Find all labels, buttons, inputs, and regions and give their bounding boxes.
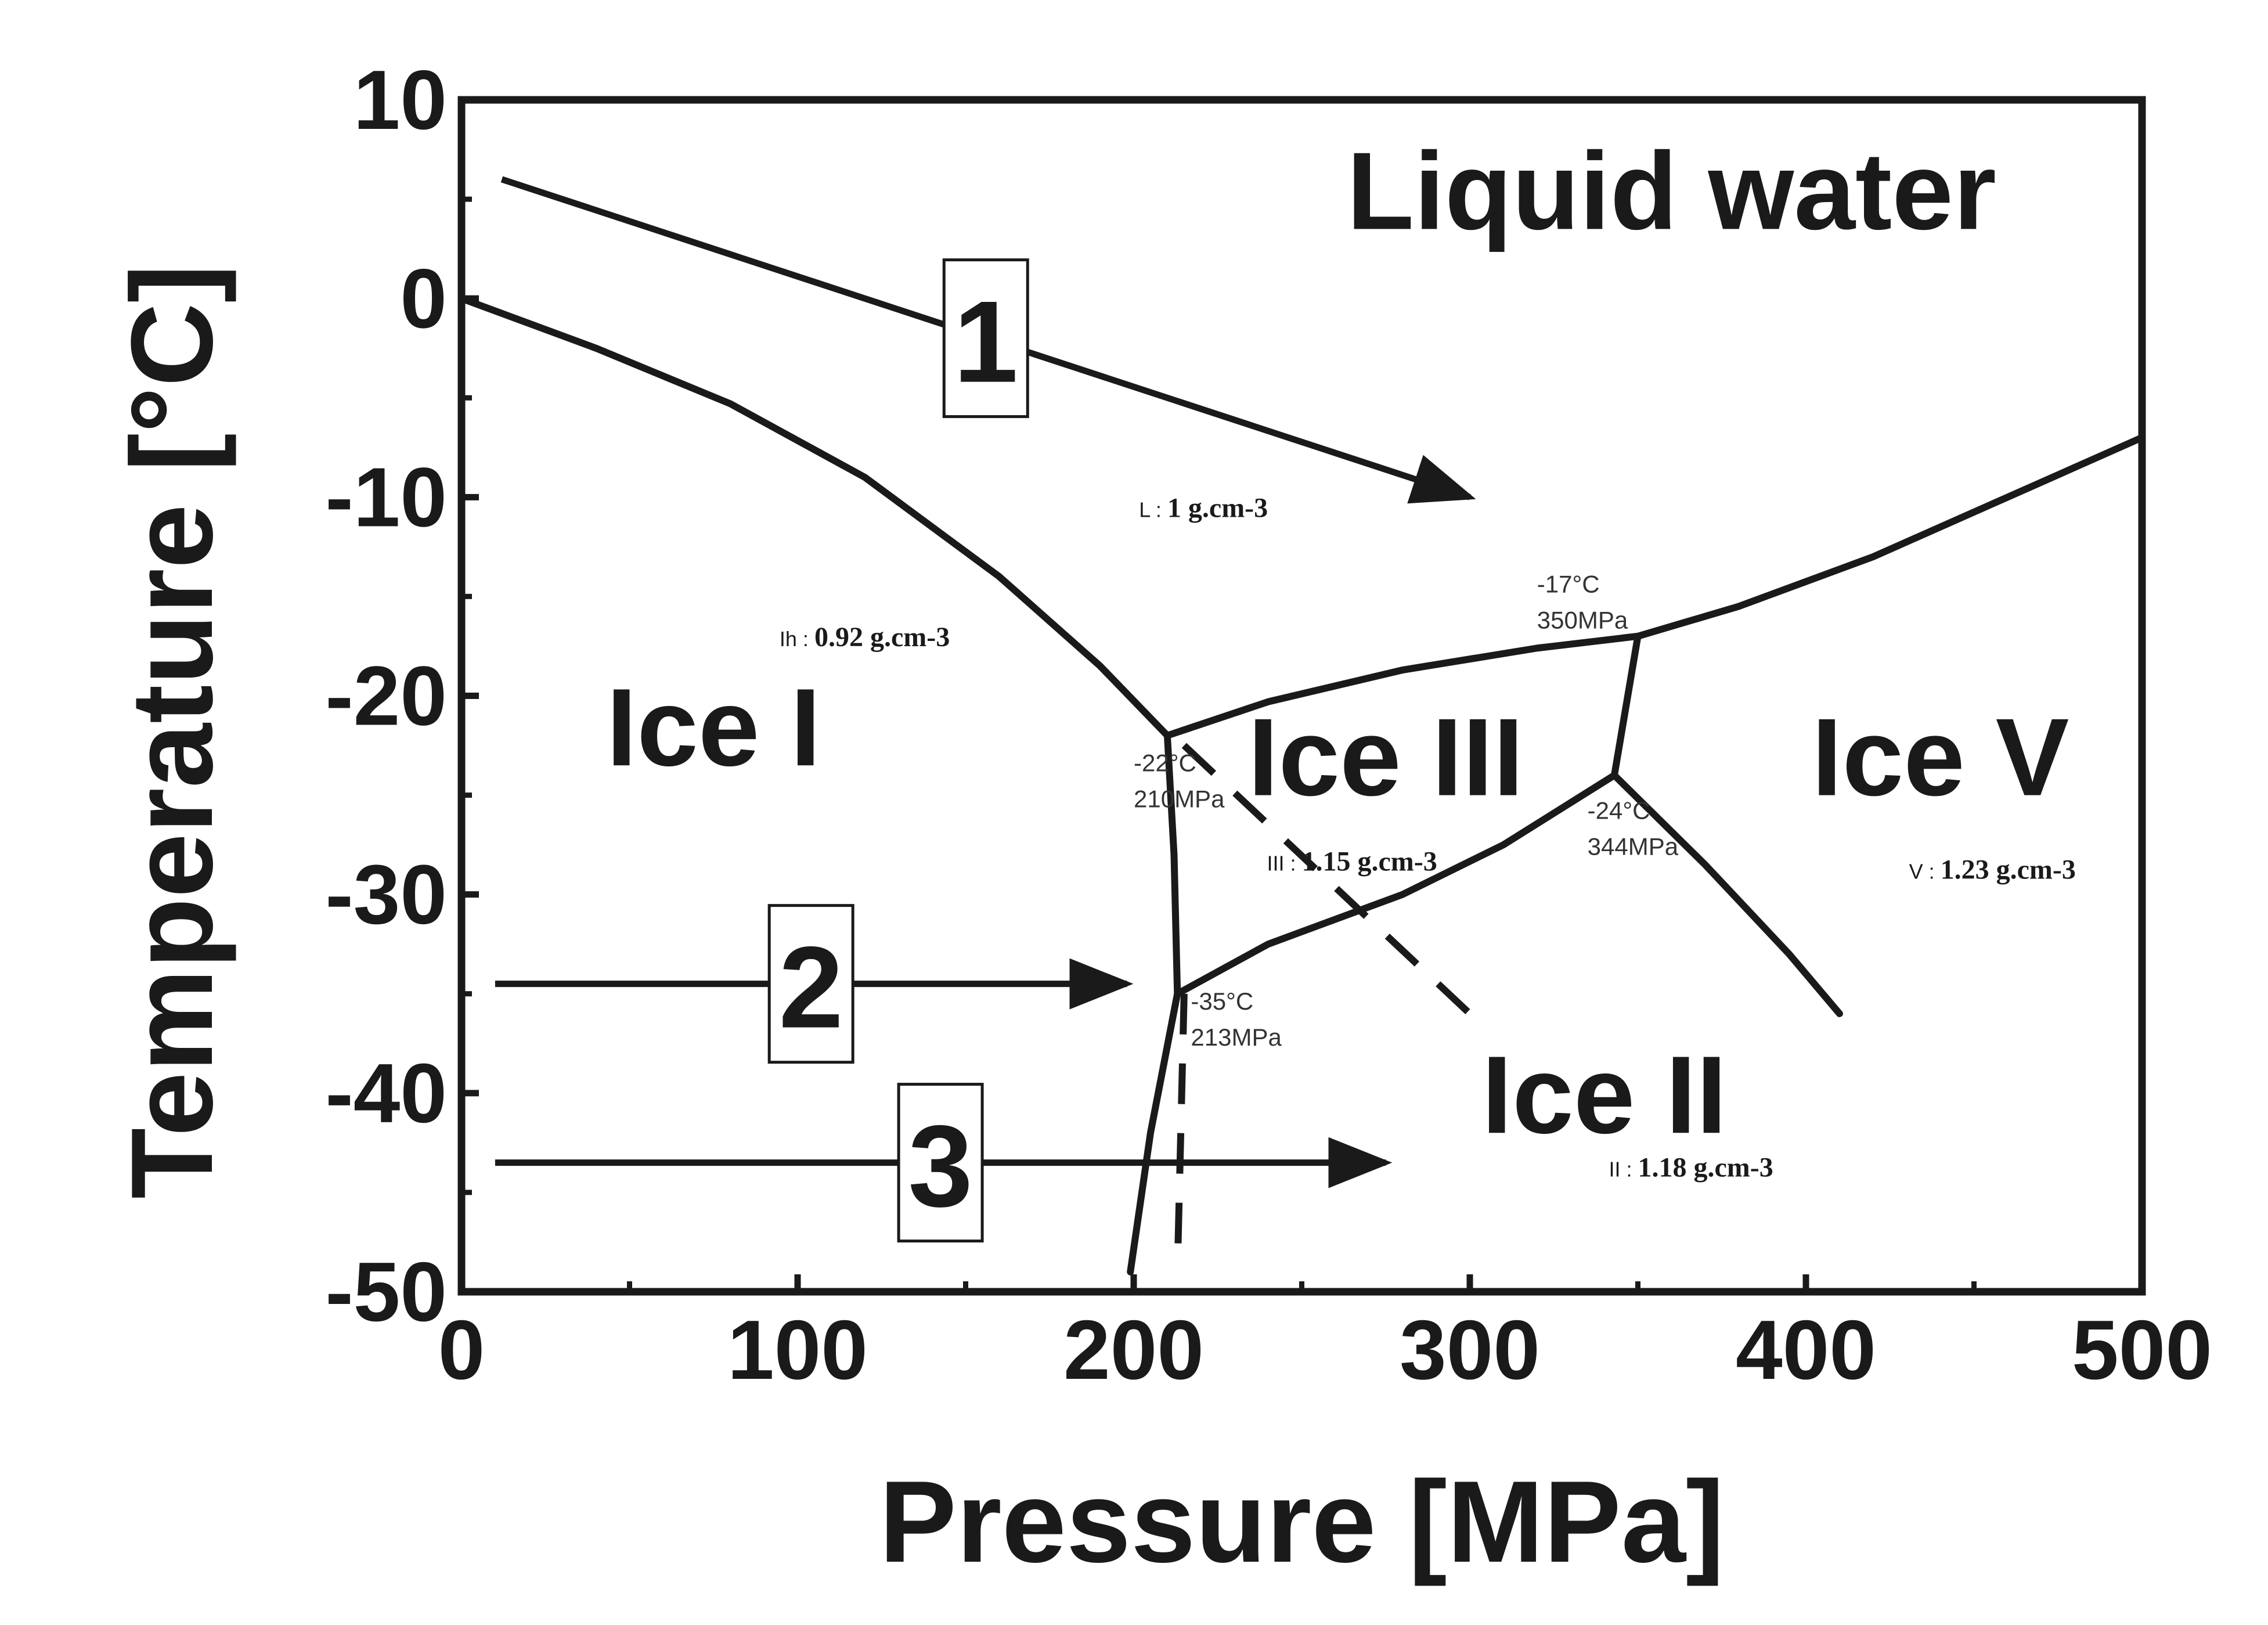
phase-boundary-line [1163,732,1181,997]
density-value: 1.15 g.cm-3 [1302,846,1437,877]
density-value: 1.23 g.cm-3 [1941,854,2076,885]
density-symbol: Ih : [780,627,809,651]
path-number-box [767,904,854,1064]
path-number-box [942,258,1029,419]
phase-region-label: Ice I [606,666,821,789]
triple-point-pressure: 350MPa [1537,607,1628,634]
path-number-label: 1 [954,278,1018,407]
phase-boundary-line [1634,434,2146,640]
density-symbol: III : [1267,852,1296,875]
triple-point-temp: -35°C [1191,988,1253,1015]
triple-point-pressure: 210MPa [1134,786,1225,813]
triple-point-temp: -24°C [1588,797,1650,824]
triple-point-pressure: 344MPa [1588,833,1679,860]
y-tick-label: -30 [325,848,447,942]
density-value: 1 g.cm-3 [1167,493,1268,524]
path-number-label: 2 [779,923,843,1053]
phase-region-label: Ice V [1812,696,2069,819]
triple-point-temp: -22°C [1134,750,1196,777]
metastable-boundary-line [1174,993,1188,1272]
x-tick-label: 500 [2072,1303,2212,1397]
phase-region-label: Ice II [1481,1033,1727,1156]
phase-boundary-line [1127,990,1181,1276]
y-tick-label: -20 [325,649,447,743]
phase-boundary-line [1610,772,1843,1017]
phase-region-label: Liquid water [1347,129,1996,253]
x-tick-label: 100 [727,1303,868,1397]
y-tick-label: 0 [400,251,447,345]
x-tick-label: 300 [1400,1303,1540,1397]
y-tick-label: 10 [354,53,447,147]
x-tick-label: 0 [438,1303,485,1397]
phase-boundary-line [1163,632,1642,739]
y-tick-label: -10 [325,450,447,544]
phase-region-label: Ice III [1248,696,1524,819]
density-symbol: V : [1909,859,1935,883]
x-tick-label: 200 [1063,1303,1204,1397]
y-axis-label: Temperature [°C] [107,264,237,1199]
phase-boundary-line [458,295,1171,739]
density-symbol: II : [1609,1158,1632,1181]
x-tick-label: 400 [1736,1303,1876,1397]
triple-point-temp: -17°C [1537,571,1600,598]
phase-boundary-line [1610,632,1642,779]
y-tick-label: -40 [325,1046,447,1140]
density-symbol: L : [1139,498,1162,522]
phase-boundary-line [1174,772,1618,997]
density-value: 0.92 g.cm-3 [814,622,950,653]
path-number-label: 3 [908,1102,972,1231]
triple-point-pressure: 213MPa [1191,1024,1282,1051]
y-tick-label: -50 [325,1245,447,1339]
x-axis-label: Pressure [MPa] [879,1457,1724,1587]
path-number-box [897,1083,984,1243]
density-value: 1.18 g.cm-3 [1638,1152,1773,1183]
